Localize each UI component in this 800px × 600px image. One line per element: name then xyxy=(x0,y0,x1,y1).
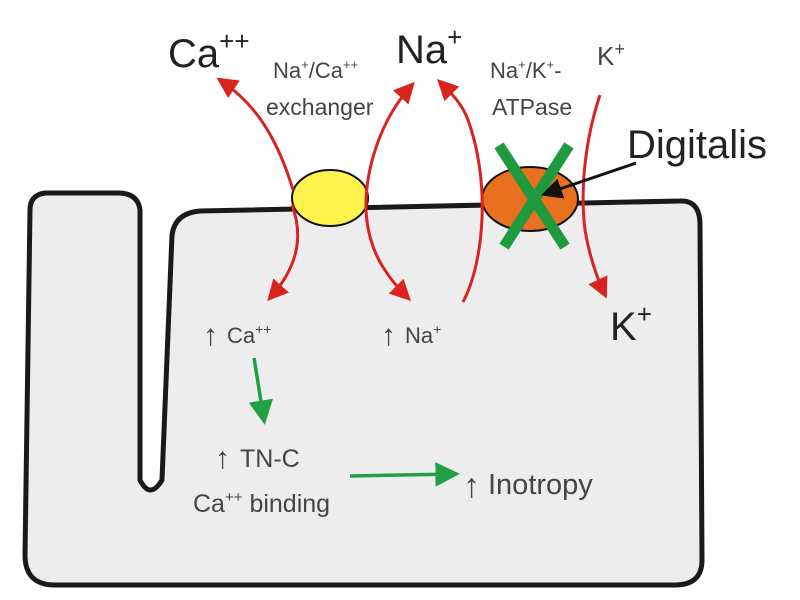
ca-efflux-arrow xyxy=(216,77,295,191)
pump-label-line2: ATPase xyxy=(492,94,572,120)
ca-to-tnc-arrow xyxy=(248,357,273,425)
digitalis-label: Digitalis xyxy=(627,123,767,167)
tnc-label-line1: TN-C xyxy=(240,445,300,473)
up-arrow-tnc: ↑ xyxy=(215,442,230,475)
exchanger-inner-arrow xyxy=(267,204,300,302)
up-arrow-na: ↑ xyxy=(381,319,396,352)
k-influx-pump-arrow xyxy=(581,94,608,299)
exchanger-label-line1: Na+/Ca++ xyxy=(273,57,358,83)
exchanger-transporter xyxy=(291,169,369,227)
inotropy-label: Inotropy xyxy=(488,469,593,501)
inside-na-label: Na+ xyxy=(405,321,441,348)
up-arrow-ca: ↑ xyxy=(203,319,218,352)
na-efflux-pump-arrow xyxy=(437,79,484,303)
tnc-to-inotropy-arrow xyxy=(349,462,460,487)
inhibition-x-stroke-2 xyxy=(499,142,574,250)
outside-k-label: K+ xyxy=(597,39,625,71)
na-influx-exchanger-arrow xyxy=(364,81,415,301)
digitalis-pointer-arrow xyxy=(541,161,637,199)
up-arrow-inotropy: ↑ xyxy=(463,467,480,505)
inside-k-label: K+ xyxy=(610,299,652,349)
outside-na-label: Na+ xyxy=(396,22,462,72)
inside-ca-label: Ca++ xyxy=(227,321,271,348)
exchanger-label-line2: exchanger xyxy=(266,94,374,120)
cell-membrane xyxy=(22,190,705,588)
pump-label-line1: Na+/K+- xyxy=(490,57,561,83)
tnc-label-line2: Ca++ binding xyxy=(193,489,330,518)
outside-ca-label: Ca++ xyxy=(168,26,250,76)
